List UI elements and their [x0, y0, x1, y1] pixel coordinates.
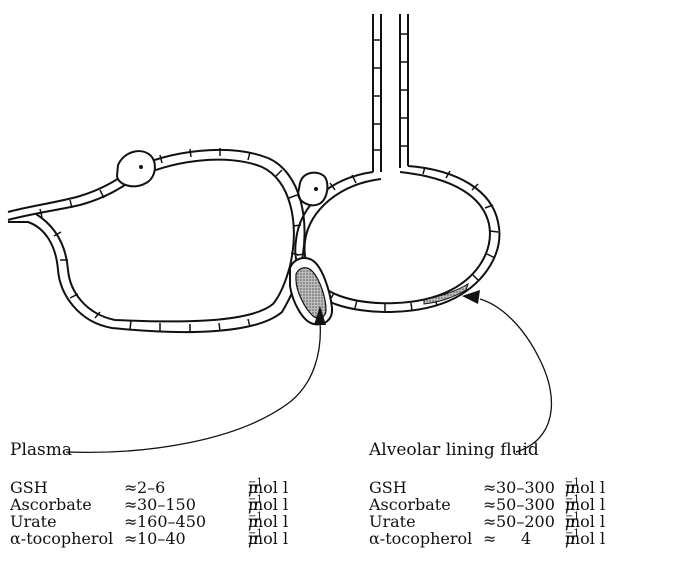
compound-name: Ascorbate: [369, 497, 451, 513]
compound-name: Ascorbate: [10, 497, 92, 513]
concentration-value: 30–300: [496, 480, 555, 496]
compound-name: α-tocopherol: [10, 531, 113, 547]
approx-sign: ≈: [483, 514, 496, 530]
left-alveolus: [8, 150, 305, 332]
compound-name: α-tocopherol: [369, 531, 472, 547]
compound-name: Urate: [369, 514, 416, 530]
compound-name: Urate: [10, 514, 57, 530]
approx-sign: ≈: [483, 497, 496, 513]
approx-sign: ≈: [483, 480, 496, 496]
concentration-value: 30–150: [137, 497, 196, 513]
concentration-value: 4: [521, 531, 531, 547]
left-alveolus-inner: [8, 160, 294, 322]
approx-sign: ≈: [124, 531, 137, 547]
left-alveolus-cell-ticks: [40, 148, 301, 332]
concentration-value: 160–450: [137, 514, 206, 530]
compound-name: GSH: [369, 480, 407, 496]
concentration-value: 50–300: [496, 497, 555, 513]
capillary: [290, 258, 332, 324]
right-alveolus-cell: [298, 173, 327, 206]
approx-sign: ≈: [124, 480, 137, 496]
alveolar-lining-fluid-label: Alveolar lining fluid: [369, 442, 539, 459]
approx-sign: ≈: [124, 497, 137, 513]
airway-cell-ticks: [373, 34, 408, 150]
plasma-label: Plasma: [10, 442, 72, 459]
concentration-value: 10–40: [137, 531, 186, 547]
plasma-leader: [66, 322, 320, 452]
concentration-value: 2–6: [137, 480, 165, 496]
alveolar-leader: [480, 299, 551, 452]
right-alveolus-inner: [305, 172, 490, 303]
airway-walls: [373, 14, 408, 172]
concentration-value: 50–200: [496, 514, 555, 530]
left-alveolus-cell: [117, 151, 155, 186]
compound-name: GSH: [10, 480, 48, 496]
approx-sign: ≈: [483, 531, 496, 547]
approx-sign: ≈: [124, 514, 137, 530]
left-alveolus-outer: [8, 150, 305, 332]
